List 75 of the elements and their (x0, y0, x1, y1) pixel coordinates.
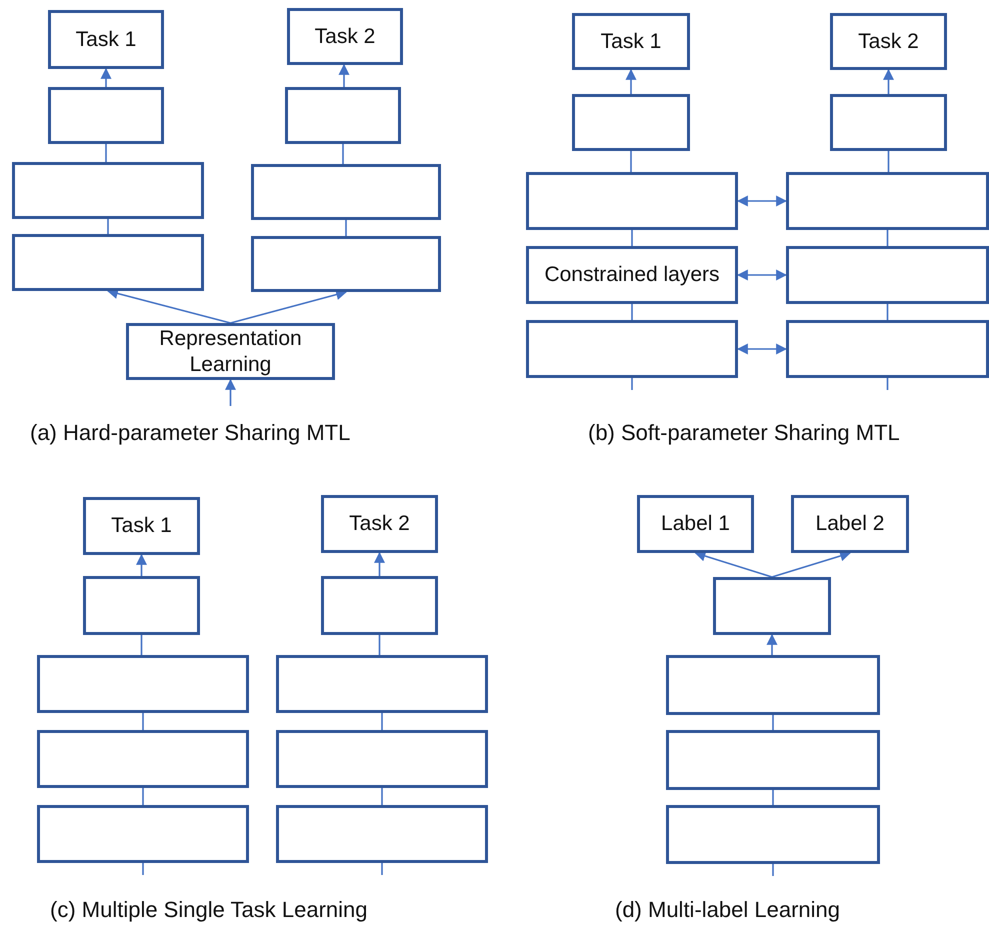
double-arrow (736, 196, 788, 206)
output-box: Task 1 (83, 497, 200, 555)
arrow (772, 550, 852, 578)
layer-box (786, 172, 989, 230)
connector-line (772, 715, 774, 730)
layer-box (37, 730, 249, 788)
arrow (225, 378, 236, 406)
layer-box (786, 320, 989, 378)
connector-line (631, 304, 633, 320)
arrow (338, 64, 350, 87)
output-box: Task 1 (48, 10, 164, 69)
connector-line (631, 230, 633, 246)
layer-box (572, 94, 690, 151)
panel-caption: (b) Soft-parameter Sharing MTL (588, 420, 900, 446)
layer-box (12, 234, 204, 291)
layer-box (12, 162, 204, 219)
connector-line (142, 713, 144, 730)
connector-line (631, 378, 633, 390)
connector-line (142, 788, 144, 805)
output-box: Task 2 (287, 8, 403, 65)
arrow (694, 550, 772, 578)
connector-line (140, 635, 142, 655)
layer-box (37, 805, 249, 863)
output-box: Label 1 (637, 495, 754, 553)
connector-line (107, 219, 109, 234)
connector-line (105, 144, 107, 162)
connector-line (886, 378, 888, 390)
layer-box (526, 320, 738, 378)
arrow (100, 68, 112, 87)
connector-line (630, 151, 632, 172)
panel-caption: (a) Hard-parameter Sharing MTL (30, 420, 350, 446)
connector-line (888, 151, 890, 172)
layer-box (713, 577, 831, 635)
double-arrow (736, 270, 788, 280)
connector-line (342, 144, 344, 164)
connector-line (772, 790, 774, 805)
arrow (626, 68, 636, 94)
layer-box (37, 655, 249, 713)
layer-box (285, 87, 401, 144)
layer-box (830, 94, 947, 151)
panel-caption: (c) Multiple Single Task Learning (50, 897, 368, 923)
layer-box (251, 164, 441, 220)
layer-box (83, 576, 200, 635)
double-arrow (736, 344, 788, 354)
layer-box (276, 805, 488, 863)
connector-line (381, 788, 383, 805)
connector-line (345, 220, 347, 236)
layer-box (666, 805, 880, 864)
layer-box (251, 236, 441, 292)
output-box: Task 2 (321, 495, 438, 553)
layer-box (526, 172, 738, 230)
arrow (883, 68, 894, 94)
layer-box (276, 730, 488, 788)
connector-line (142, 863, 144, 875)
layer-box (321, 576, 438, 635)
connector-line (381, 713, 383, 730)
connector-line (381, 863, 383, 875)
layer-box (276, 655, 488, 713)
panel-caption: (d) Multi-label Learning (615, 897, 840, 923)
connector-line (886, 230, 888, 246)
layer-box (666, 655, 880, 715)
connector-line (378, 635, 380, 655)
connector-line (886, 304, 888, 320)
connector-line (772, 864, 774, 876)
arrow (136, 554, 147, 576)
output-box: Task 1 (572, 13, 690, 70)
output-box: Task 2 (830, 13, 947, 70)
layer-box (786, 246, 989, 304)
output-box: Label 2 (791, 495, 909, 553)
layer-box (48, 87, 164, 144)
layer-box: Constrained layers (526, 246, 738, 304)
input-box: Representation Learning (126, 323, 335, 380)
arrow (766, 634, 778, 655)
arrow (374, 552, 385, 576)
layer-box (666, 730, 880, 790)
